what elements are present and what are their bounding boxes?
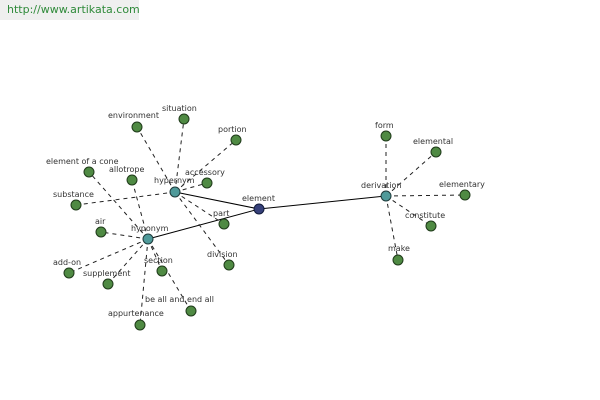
edge-derivation-constitute [385, 195, 432, 227]
edge-hypernym-accessory [174, 182, 208, 193]
graph-nodes [63, 113, 471, 331]
label-elemental[interactable]: elemental [413, 137, 453, 146]
edge-element-hyponym [147, 208, 260, 240]
label-environment[interactable]: environment [108, 111, 159, 120]
edge-hypernym-part [174, 191, 225, 225]
label-form[interactable]: form [375, 121, 394, 130]
label-allotrope[interactable]: allotrope [109, 165, 144, 174]
label-appurtenance[interactable]: appurtenance [108, 309, 164, 318]
label-constitute[interactable]: constitute [405, 211, 445, 220]
label-supplement[interactable]: supplement [83, 269, 130, 278]
node-add-on[interactable] [63, 267, 75, 279]
edge-hyponym-be-all-and-end-all [147, 238, 192, 312]
label-hyponym[interactable]: hyponym [131, 224, 169, 233]
label-accessory[interactable]: accessory [185, 168, 225, 177]
edge-hyponym-appurtenance [139, 238, 149, 326]
node-accessory[interactable] [201, 177, 213, 189]
edge-derivation-elementary [385, 194, 466, 197]
edge-derivation-elemental [385, 151, 437, 197]
node-part[interactable] [218, 218, 230, 230]
edge-hyponym-supplement [107, 238, 149, 285]
label-part[interactable]: part [213, 209, 229, 218]
edge-hypernym-portion [174, 139, 237, 193]
edge-derivation-make [385, 195, 399, 261]
node-element[interactable] [253, 203, 265, 215]
node-environment[interactable] [131, 121, 143, 133]
label-be-all-and-end-all[interactable]: be all and end all [145, 295, 214, 304]
label-make[interactable]: make [388, 244, 410, 253]
edge-element-derivation [258, 195, 387, 210]
node-division[interactable] [223, 259, 235, 271]
label-division[interactable]: division [207, 250, 238, 259]
label-substance[interactable]: substance [53, 190, 94, 199]
label-portion[interactable]: portion [218, 125, 247, 134]
node-elementary[interactable] [459, 189, 471, 201]
label-elementary[interactable]: elementary [439, 180, 485, 189]
node-hyponym[interactable] [142, 233, 154, 245]
node-constitute[interactable] [425, 220, 437, 232]
node-hypernym[interactable] [169, 186, 181, 198]
label-air[interactable]: air [95, 217, 106, 226]
edge-hyponym-add-on [68, 238, 149, 274]
node-supplement[interactable] [102, 278, 114, 290]
edge-hyponym-element-of-a-cone [88, 171, 149, 240]
label-add-on[interactable]: add-on [53, 258, 81, 267]
node-situation[interactable] [178, 113, 190, 125]
edge-element-hypernym [174, 191, 260, 210]
edge-hyponym-air [100, 231, 149, 240]
node-derivation[interactable] [380, 190, 392, 202]
node-be-all-and-end-all[interactable] [185, 305, 197, 317]
node-elemental[interactable] [430, 146, 442, 158]
edge-hyponym-allotrope [131, 179, 149, 240]
graph-edges [68, 118, 466, 326]
node-section[interactable] [156, 265, 168, 277]
node-make[interactable] [392, 254, 404, 266]
edge-hypernym-substance [75, 191, 176, 206]
node-appurtenance[interactable] [134, 319, 146, 331]
node-form[interactable] [380, 130, 392, 142]
site-url-watermark: http://www.artikata.com [0, 0, 140, 20]
label-element[interactable]: element [242, 194, 275, 203]
node-portion[interactable] [230, 134, 242, 146]
edge-hyponym-section [147, 238, 163, 272]
label-derivation[interactable]: derivation [361, 181, 401, 190]
node-allotrope[interactable] [126, 174, 138, 186]
edge-hypernym-division [174, 191, 230, 266]
label-section[interactable]: section [144, 256, 173, 265]
label-element-of-a-cone[interactable]: element of a cone [46, 157, 119, 166]
label-situation[interactable]: situation [162, 104, 197, 113]
label-hypernym[interactable]: hypernym [154, 176, 195, 185]
node-substance[interactable] [70, 199, 82, 211]
node-element-of-a-cone[interactable] [83, 166, 95, 178]
node-air[interactable] [95, 226, 107, 238]
